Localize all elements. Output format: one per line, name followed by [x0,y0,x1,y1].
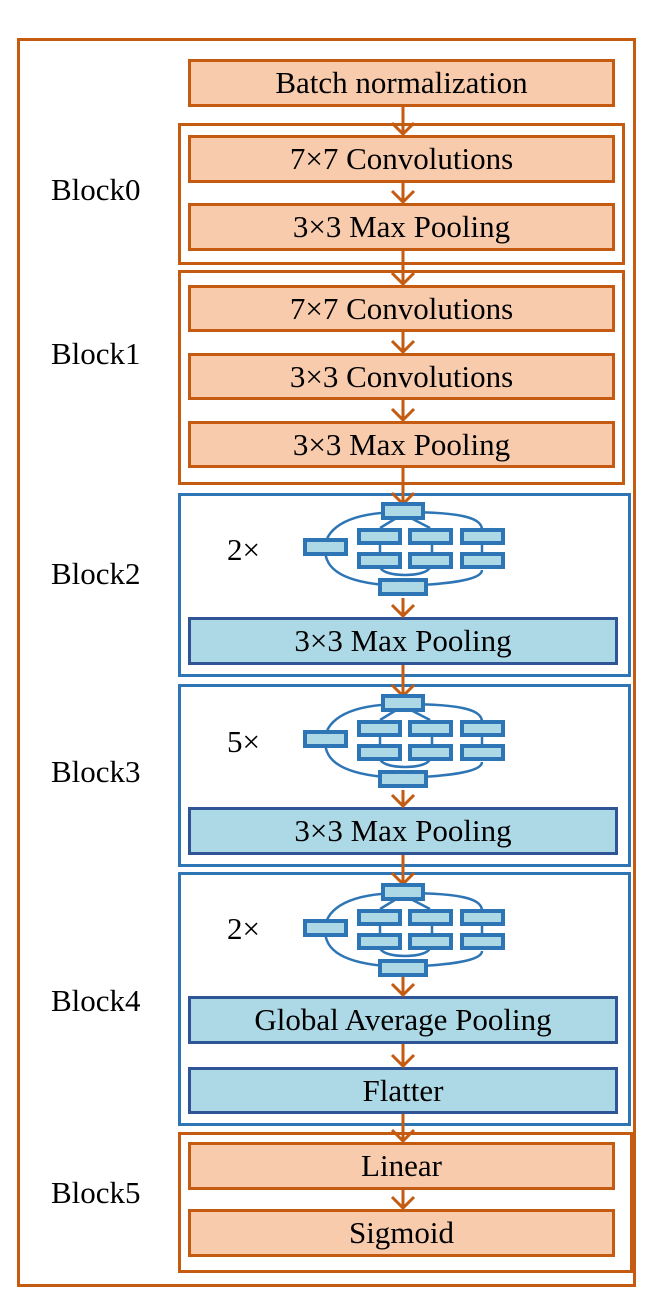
inception-module-icon [303,502,505,596]
block3-label: Block3 [51,754,141,789]
block1-layer-conv3: 3×3 Convolutions [188,353,615,400]
block4-layer-global-average-pooling: Global Average Pooling [188,996,618,1044]
block2-repeat-count: 2× [227,532,260,567]
block0-layer-maxpool: 3×3 Max Pooling [188,203,615,251]
flow-arrow [390,1044,416,1069]
flow-arrow [390,790,416,809]
flow-arrow [390,400,416,423]
block4-label: Block4 [51,983,141,1018]
block0-label: Block0 [51,172,141,207]
block5-layer-linear: Linear [188,1142,615,1190]
flow-arrow [390,183,416,205]
block2-layer-maxpool: 3×3 Max Pooling [188,617,618,665]
block5-frame [178,1132,633,1273]
flow-arrow [390,251,416,287]
flow-arrow [390,332,416,355]
block4-layer-flatter: Flatter [188,1067,618,1114]
block5-layer-sigmoid: Sigmoid [188,1209,615,1257]
network-frame [17,38,636,1287]
flow-arrow [390,855,416,887]
block4-repeat-count: 2× [227,911,260,946]
flow-arrow [390,468,416,507]
block1-label: Block1 [51,336,141,371]
block3-layer-maxpool: 3×3 Max Pooling [188,807,618,855]
inception-module-icon [303,883,505,977]
block3-repeat-count: 5× [227,724,260,759]
flow-arrow [390,665,416,699]
flow-arrow [390,1114,416,1144]
block0-layer-conv7: 7×7 Convolutions [188,135,615,183]
block2-label: Block2 [51,556,141,591]
batch-normalization-layer: Batch normalization [188,59,615,107]
inception-module-icon [303,694,505,788]
flow-arrow [390,975,416,998]
block1-layer-conv7: 7×7 Convolutions [188,285,615,332]
flow-arrow [390,598,416,619]
flow-arrow [390,1190,416,1211]
block1-layer-maxpool: 3×3 Max Pooling [188,421,615,468]
block5-label: Block5 [51,1175,141,1210]
flow-arrow [390,107,416,137]
